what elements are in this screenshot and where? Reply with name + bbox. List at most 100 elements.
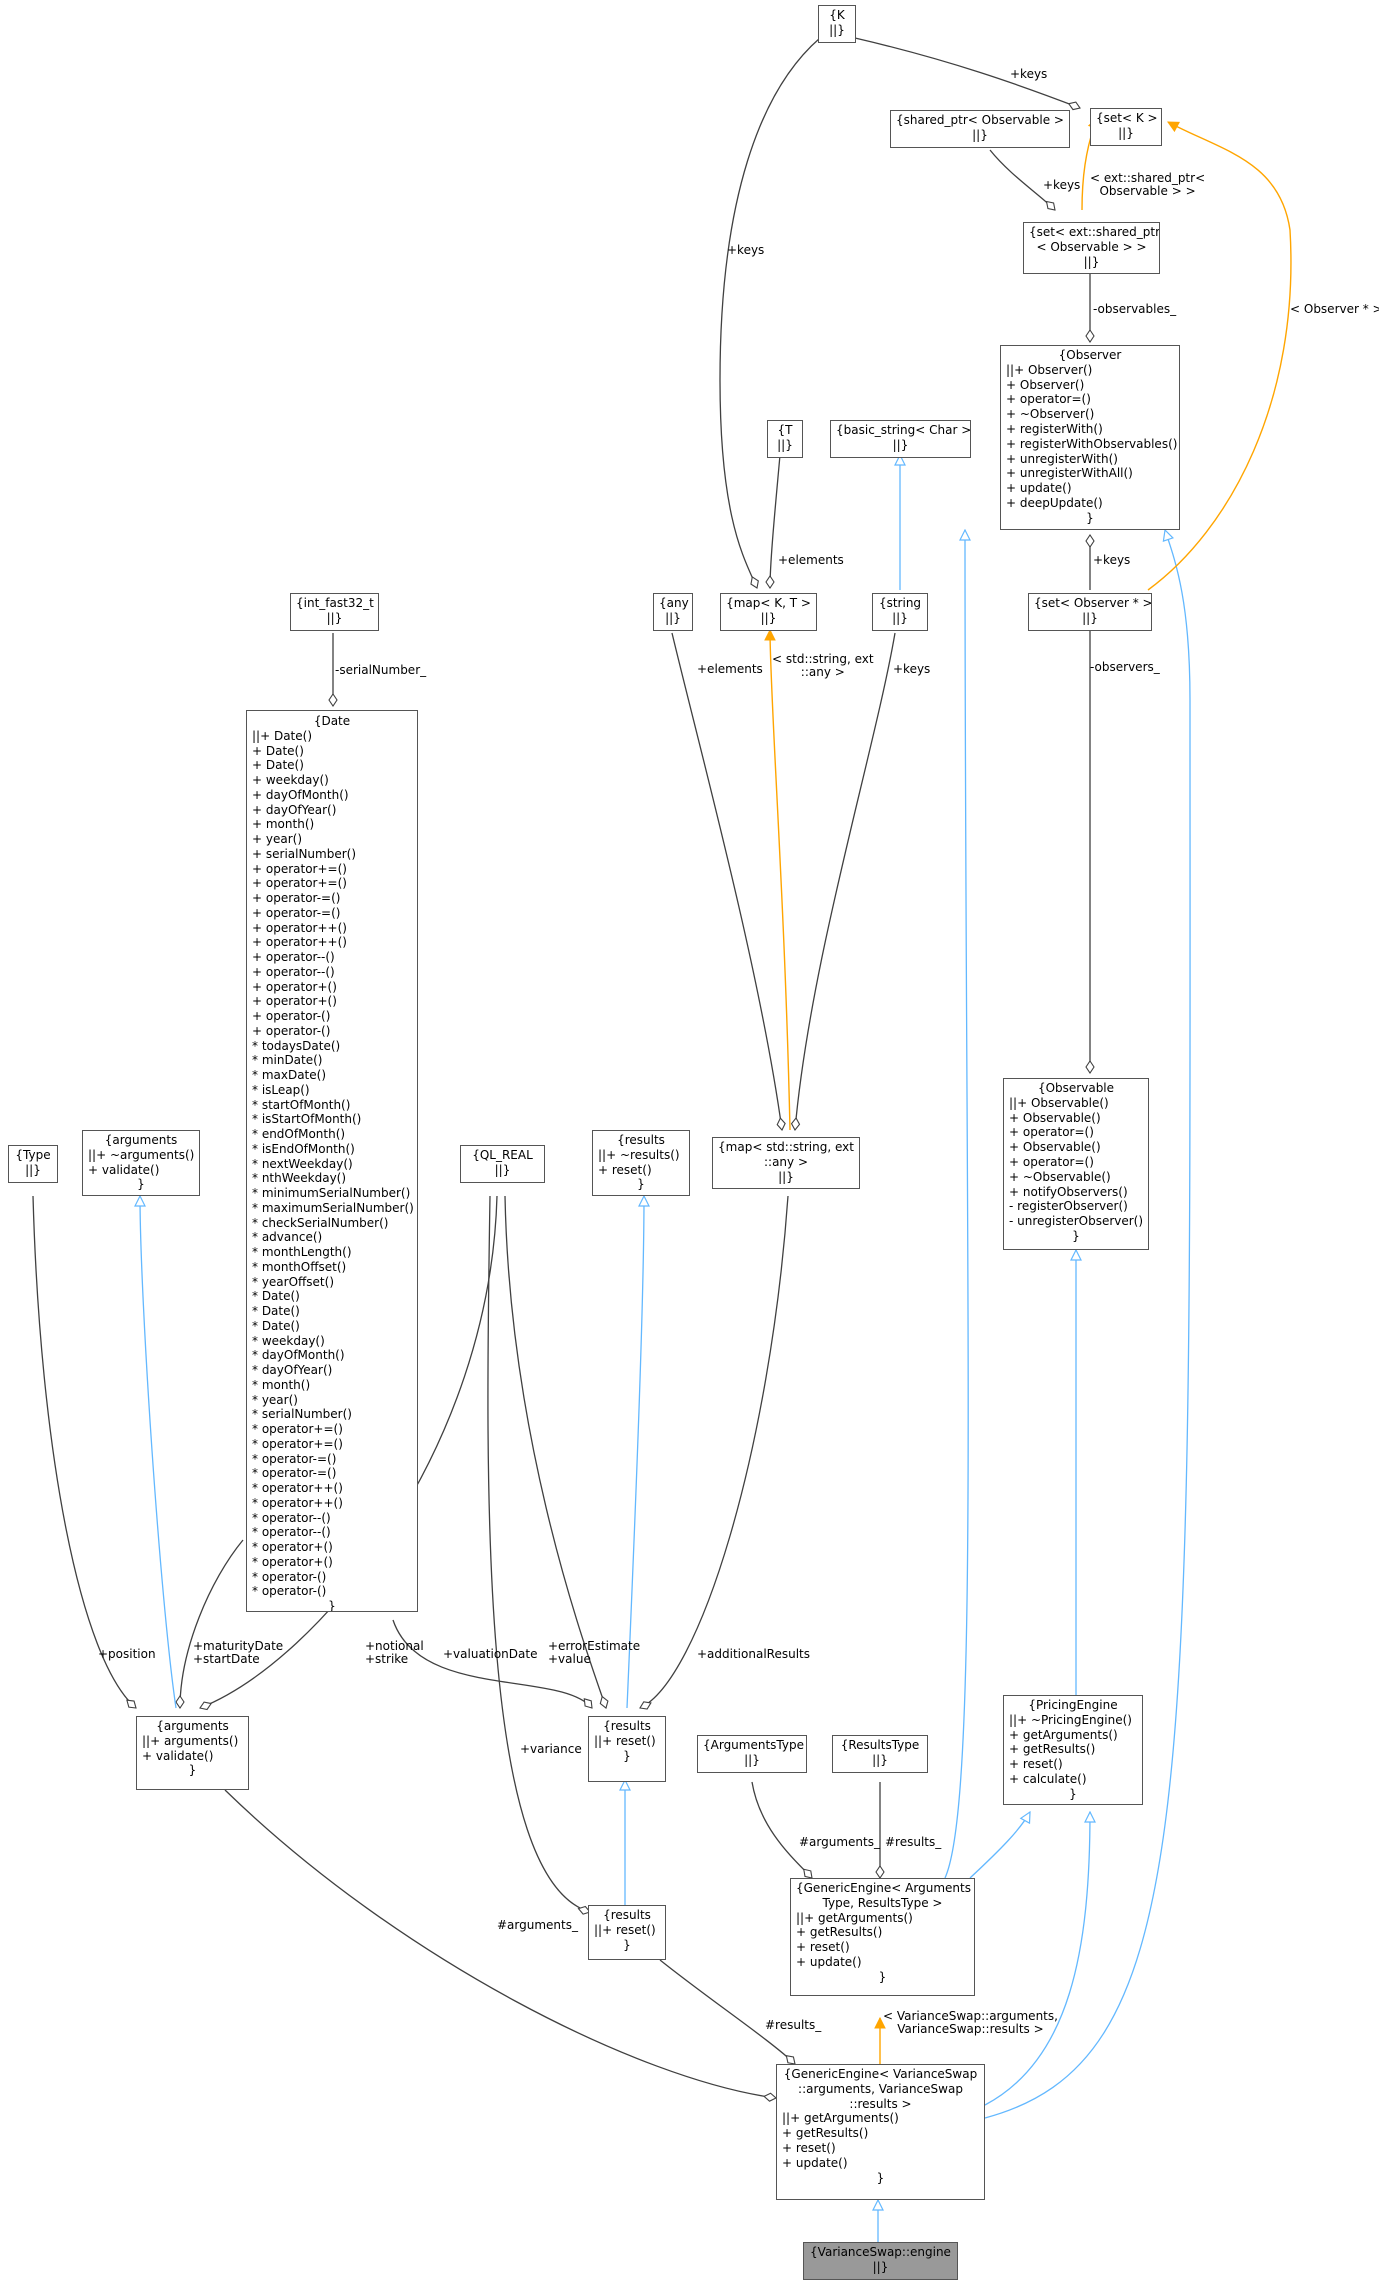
class-box-type[interactable]: {Type ||} [8, 1145, 58, 1183]
class-box-arguments-variance-swap[interactable]: {arguments ||+ arguments() + validate() … [136, 1716, 249, 1790]
class-title: ||} [892, 610, 908, 625]
method-label: * operator+=() [252, 1422, 343, 1437]
class-title: {set< ext::shared_ptr [1029, 225, 1160, 239]
method-label: * operator-() [252, 1584, 327, 1599]
edge-t-to-map-k-t [765, 454, 781, 589]
class-box-map-k-t[interactable]: {map< K, T > ||} [720, 593, 817, 631]
method-label: * operator+=() [252, 1436, 343, 1451]
method-label: + notifyObservers() [1009, 1184, 1128, 1199]
method-label: ||+ Date() [252, 728, 312, 743]
method-label: * month() [252, 1377, 311, 1392]
class-title: {ResultsType [840, 1738, 920, 1752]
class-box-pricing-engine[interactable]: {PricingEngine ||+ ~PricingEngine() + ge… [1003, 1695, 1143, 1805]
method-label: * Date() [252, 1304, 300, 1319]
method-label: + calculate() [1009, 1771, 1087, 1786]
class-box-arguments-type[interactable]: {ArgumentsType ||} [697, 1735, 807, 1773]
class-box-results-base[interactable]: {results ||+ ~results() + reset() } [592, 1130, 690, 1196]
edge-label-line: < std::string, ext [772, 652, 874, 666]
class-title: {GenericEngine< Arguments [796, 1881, 971, 1895]
method-label: + operator++() [252, 935, 347, 950]
class-box-date[interactable]: {Date ||+ Date()+ Date()+ Date()+ weekda… [246, 710, 418, 1612]
class-box-k[interactable]: {K ||} [818, 5, 856, 43]
class-title: {Observer [1058, 348, 1122, 362]
class-title: Type, ResultsType > [822, 1895, 943, 1910]
method-label: + operator-=() [252, 891, 341, 906]
class-title: ||} [326, 610, 343, 625]
class-title: ||} [872, 2259, 889, 2274]
edge-results-vs-to-generic-vs [659, 1959, 796, 2065]
class-box-results-instrument[interactable]: {results ||+ reset() } [588, 1905, 666, 1960]
method-label: * operator--() [252, 1510, 331, 1525]
class-title: ||} [972, 127, 988, 142]
class-box-set-observer-ptr[interactable]: {set< Observer * > ||} [1028, 593, 1152, 631]
class-end: } [1086, 510, 1094, 525]
method-label: + dayOfMonth() [252, 787, 349, 802]
class-box-any[interactable]: {any ||} [653, 593, 693, 631]
class-title: ::arguments, VarianceSwap [798, 2081, 963, 2096]
edge-label-template-args: < Observer * > [1290, 302, 1379, 316]
class-box-generic-engine-variance-swap[interactable]: {GenericEngine< VarianceSwap ::arguments… [776, 2064, 985, 2200]
edge-label-line: +maturityDate [193, 1639, 284, 1653]
class-title: {Observable [1037, 1081, 1115, 1095]
class-box-t[interactable]: {T ||} [767, 420, 803, 458]
class-box-set-ext-shared-ptr[interactable]: {set< ext::shared_ptr < Observable > > |… [1023, 222, 1160, 274]
edge-any-to-map-string-any [671, 632, 786, 1131]
edge-label-line: < ext::shared_ptr< [1090, 171, 1206, 185]
class-box-int-fast32-t[interactable]: {int_fast32_t ||} [290, 593, 379, 631]
method-label: + weekday() [252, 773, 329, 788]
edge-results-to-results-base [626, 1196, 644, 1709]
class-box-string[interactable]: {string ||} [872, 593, 928, 631]
class-box-map-string-any[interactable]: {map< std::string, ext ::any > ||} [712, 1137, 860, 1189]
class-title: {Date [313, 714, 351, 728]
edge-label-line: VarianceSwap::results > [897, 2022, 1044, 2036]
class-box-ql-real[interactable]: {QL_REAL ||} [460, 1145, 545, 1183]
class-title: ||} [1082, 610, 1098, 625]
edge-label-error-value: +errorEstimate +value [548, 1640, 640, 1666]
method-label: ||+ Observer() [1006, 362, 1093, 377]
method-label: ||+ ~PricingEngine() [1009, 1712, 1132, 1727]
class-title: {VarianceSwap::engine [810, 2245, 951, 2259]
edge-date-to-results [392, 1619, 593, 1709]
method-label: + Date() [252, 743, 304, 758]
class-box-observable[interactable]: {Observable ||+ Observable() + Observabl… [1003, 1078, 1149, 1250]
method-label: * minDate() [252, 1053, 323, 1068]
class-box-results-variance-swap[interactable]: {results ||+ reset() } [588, 1716, 666, 1782]
class-box-generic-engine[interactable]: {GenericEngine< Arguments Type, ResultsT… [790, 1878, 975, 1996]
class-box-basic-string[interactable]: {basic_string< Char > ||} [830, 420, 971, 458]
edge-label-notional-strike: +notional +strike [365, 1640, 424, 1666]
method-label: * operator-=() [252, 1451, 337, 1466]
edge-label-additional-results: +additionalResults [697, 1647, 810, 1661]
method-label: + operator=() [1009, 1125, 1094, 1140]
method-label: * operator+() [252, 1554, 333, 1569]
method-label: + operator-() [252, 1009, 331, 1024]
method-label: * year() [252, 1392, 298, 1407]
class-box-observer[interactable]: {Observer ||+ Observer() + Observer() + … [1000, 345, 1180, 530]
class-box-results-type[interactable]: {ResultsType ||} [832, 1735, 928, 1773]
method-label: + update() [782, 2155, 848, 2170]
method-label: * dayOfMonth() [252, 1348, 345, 1363]
method-label: + reset() [598, 1162, 652, 1177]
edge-label-elements: +elements [778, 553, 844, 567]
method-label: * operator+() [252, 1540, 333, 1555]
edge-label-observers: -observers_ [1090, 660, 1160, 674]
method-label: + year() [252, 832, 303, 847]
method-label: ||+ reset() [594, 1733, 656, 1748]
class-box-set-k[interactable]: {set< K > ||} [1090, 108, 1162, 146]
edge-date-to-arguments [175, 1539, 244, 1709]
method-label: + unregisterWith() [1006, 451, 1118, 466]
class-title: {K [829, 8, 845, 22]
class-title: {set< Observer * > [1034, 596, 1152, 610]
class-title: {shared_ptr< Observable > [896, 113, 1064, 127]
method-label: + update() [1006, 481, 1072, 496]
class-box-variance-swap-engine[interactable]: {VarianceSwap::engine ||} [803, 2242, 958, 2280]
method-label: ||+ getArguments() [782, 2111, 899, 2126]
class-title: {results [617, 1133, 665, 1147]
method-label: + operator+() [252, 979, 337, 994]
method-label: + operator++() [252, 920, 347, 935]
class-box-shared-ptr-observable[interactable]: {shared_ptr< Observable > ||} [890, 110, 1070, 148]
method-label: + operator+=() [252, 876, 347, 891]
method-label: + validate() [142, 1748, 214, 1763]
method-label: * operator-=() [252, 1466, 337, 1481]
edge-label-template-args: < VarianceSwap::arguments, VarianceSwap:… [883, 2010, 1058, 2036]
class-box-arguments-base[interactable]: {arguments ||+ ~arguments() + validate()… [82, 1130, 200, 1196]
